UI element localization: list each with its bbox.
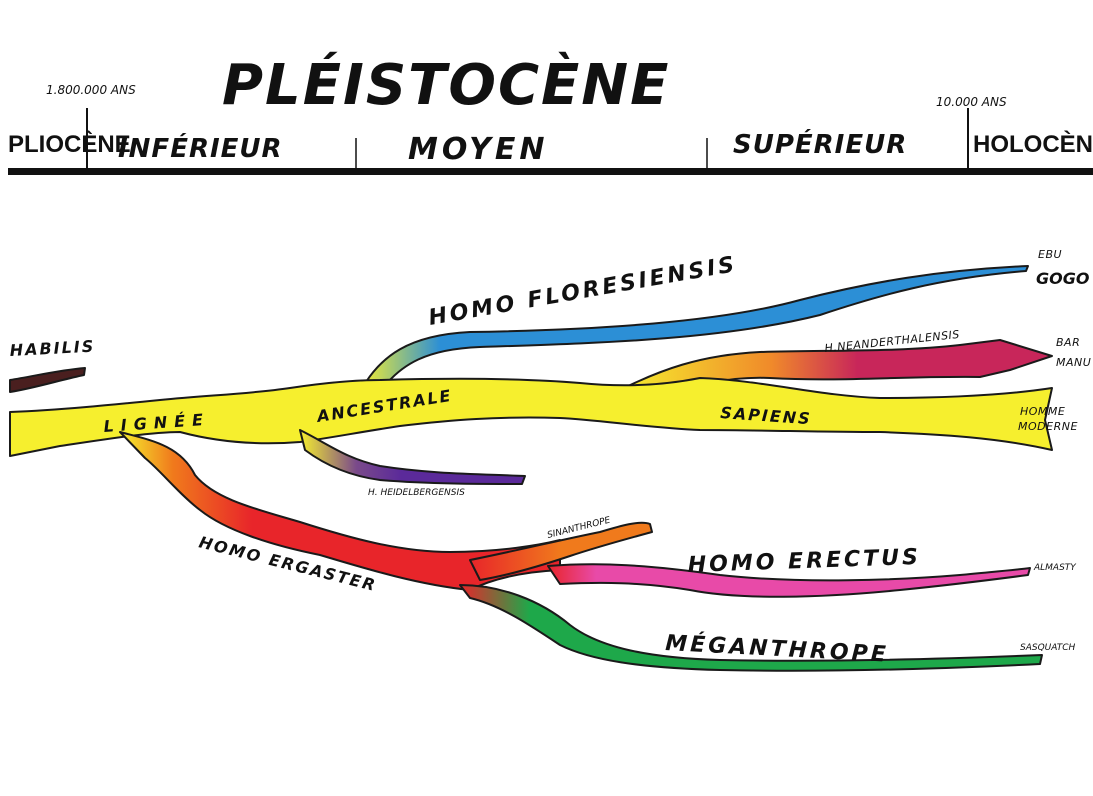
label-erectus: HOMO ERECTUS — [687, 545, 921, 578]
endpoint-almasty: ALMASTY — [1033, 563, 1077, 573]
branch-habilis — [10, 368, 85, 392]
endpoint-manu: MANU — [1056, 356, 1091, 369]
subdivision-moyen: MOYEN — [408, 132, 549, 167]
endpoint-moderne: MODERNE — [1018, 420, 1078, 433]
endpoint-sasquatch: SASQUATCH — [1020, 643, 1076, 653]
timeline-baseline — [8, 168, 1093, 175]
endpoint-labels: EBU GOGO BAR MANU HOMME MODERNE ALMASTY … — [1018, 248, 1091, 653]
timeline-header: PLÉISTOCÈNE 1.800.000 ANS 10.000 ANS PLI… — [8, 52, 1093, 175]
label-heidelbergensis: H. HEIDELBERGENSIS — [368, 488, 465, 498]
epoch-before: PLIOCÈNE — [8, 130, 131, 158]
endpoint-bar: BAR — [1056, 336, 1080, 349]
start-date: 1.800.000 ANS — [46, 83, 136, 97]
period-title: PLÉISTOCÈNE — [222, 52, 670, 118]
subdivision-inferieur: INFÉRIEUR — [118, 132, 283, 164]
end-date: 10.000 ANS — [936, 95, 1007, 109]
label-habilis: HABILIS — [9, 337, 95, 360]
branches — [10, 266, 1052, 671]
epoch-after: HOLOCÈNE — [973, 130, 1093, 158]
subdivision-superieur: SUPÉRIEUR — [733, 128, 907, 160]
endpoint-gogo: GOGO — [1036, 269, 1090, 288]
branch-heidelbergensis — [300, 430, 525, 484]
endpoint-ebu: EBU — [1038, 248, 1062, 261]
endpoint-homme: HOMME — [1020, 405, 1065, 418]
